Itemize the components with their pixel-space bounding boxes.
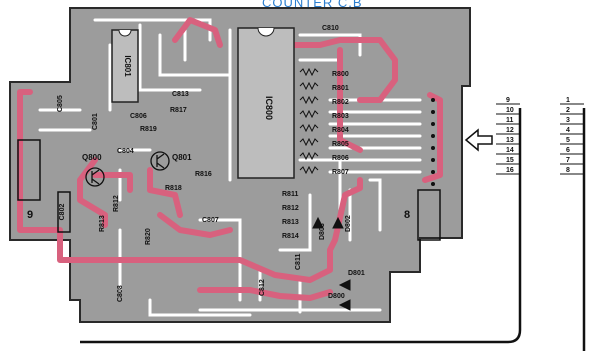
pink-traces — [17, 17, 443, 301]
pin-label-15: 15 — [506, 157, 514, 164]
diode-d800: D800 — [328, 293, 345, 300]
pin-label-16: 16 — [506, 167, 514, 174]
ic801-chip — [111, 29, 139, 103]
diode-symbols — [312, 216, 351, 311]
resistor-r811: R811 — [282, 191, 298, 198]
pin-label-13: 13 — [506, 137, 514, 144]
pin-label-4: 4 — [566, 127, 570, 134]
capacitor-c804: C804 — [117, 148, 134, 155]
header-pins — [431, 98, 435, 186]
diode-d803: D803 — [319, 223, 326, 240]
resistor-r805: R805 — [332, 141, 349, 148]
pin-label-6: 6 — [566, 147, 570, 154]
ic800-label: IC800 — [264, 96, 274, 120]
diode-d802: D802 — [345, 215, 352, 232]
ribbon-cable — [80, 108, 522, 344]
resistor-r801: R801 — [332, 85, 349, 92]
resistor-r818: R818 — [165, 185, 182, 192]
diagram-title: COUNTER C.B — [262, 0, 363, 10]
resistor-r813: R813 — [282, 219, 299, 226]
capacitor-c801: C801 — [92, 113, 99, 130]
capacitor-c812: C812 — [259, 279, 266, 296]
resistor-r812b: R812 — [113, 195, 120, 212]
wire-leads-right-col — [560, 103, 584, 175]
pin-label-8: 8 — [566, 167, 570, 174]
pin-label-9: 9 — [506, 97, 510, 104]
resistor-r817: R817 — [170, 107, 187, 114]
connector-right-frame — [417, 189, 441, 241]
capacitor-c805: C805 — [57, 95, 64, 112]
capacitor-c808: C808 — [117, 285, 124, 302]
pin-label-11: 11 — [506, 117, 514, 124]
resistor-r819: R819 — [140, 126, 157, 133]
diode-d801: D801 — [348, 270, 365, 277]
pin-label-2: 2 — [566, 107, 570, 114]
connector-left-label: 9 — [27, 209, 33, 221]
resistor-r802: R802 — [332, 99, 349, 106]
pin-label-12: 12 — [506, 127, 514, 134]
capacitor-c813: C813 — [172, 91, 189, 98]
ic801-label: IC801 — [123, 55, 132, 77]
cap-c802-label: C802 — [59, 204, 66, 221]
resistor-r814: R814 — [282, 233, 299, 240]
resistor-r800: R800 — [332, 71, 349, 78]
transistor-q801-label: Q801 — [172, 153, 192, 162]
resistor-stack — [299, 67, 319, 175]
resistor-r806: R806 — [332, 155, 349, 162]
resistor-r807: R807 — [332, 169, 349, 176]
resistor-r816: R816 — [195, 171, 212, 178]
resistor-r813b: R813 — [99, 215, 106, 232]
pin-label-5: 5 — [566, 137, 570, 144]
pin-label-3: 3 — [566, 117, 570, 124]
capacitor-c811: C811 — [295, 254, 302, 270]
resistor-r804: R804 — [332, 127, 349, 134]
pin-label-14: 14 — [506, 147, 514, 154]
pin-label-7: 7 — [566, 157, 570, 164]
capacitor-c806: C806 — [130, 113, 147, 120]
transistor-q800-symbol — [85, 167, 105, 187]
resistor-r812: R812 — [282, 205, 299, 212]
resistor-r820: R820 — [145, 228, 152, 245]
cap-c802-frame — [57, 191, 71, 233]
ic800-chip — [237, 27, 295, 179]
transistor-q801-symbol — [150, 151, 170, 171]
pin-label-1: 1 — [566, 97, 570, 104]
capacitor-c810: C810 — [322, 25, 339, 32]
connector-left-frame — [17, 139, 41, 201]
resistor-r803: R803 — [332, 113, 349, 120]
pin-label-10: 10 — [506, 107, 514, 114]
connector-right-label: 8 — [404, 209, 410, 221]
capacitor-c807: C807 — [202, 217, 219, 224]
wire-leads-left-col — [496, 103, 520, 175]
transistor-q800-label: Q800 — [82, 153, 102, 162]
hollow-left-arrow-icon — [464, 128, 493, 152]
